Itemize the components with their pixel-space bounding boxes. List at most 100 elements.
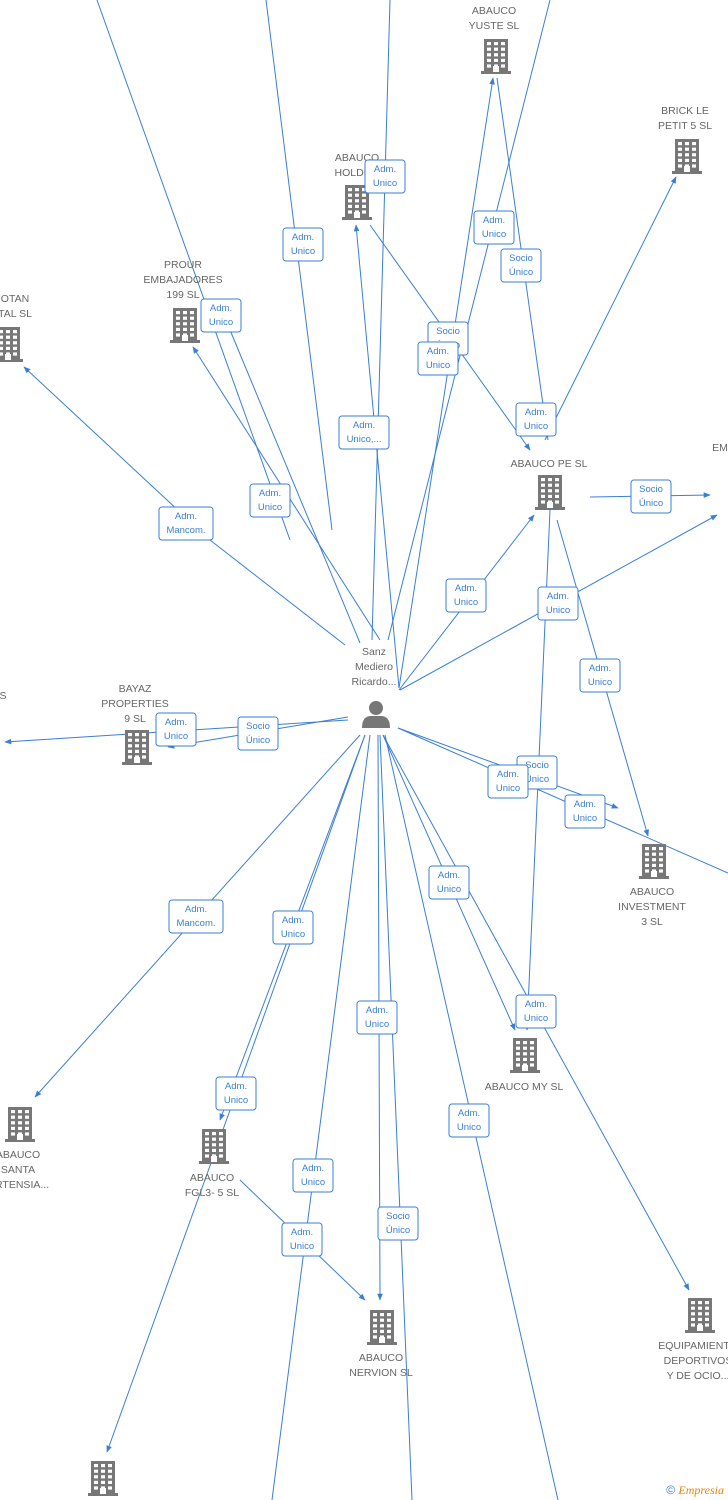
relation-label-text: Adm.	[455, 583, 477, 594]
relation-label-text: Unico	[588, 677, 612, 688]
relation-label-box	[500, 248, 542, 283]
relation-label-box	[272, 910, 314, 945]
building-icon	[672, 139, 702, 174]
relation-label[interactable]: Adm.Unico	[537, 586, 579, 621]
relation-label-box	[445, 578, 487, 613]
relation-label[interactable]: Adm.Unico	[215, 1076, 257, 1111]
relation-label[interactable]: Adm. Unico	[579, 658, 621, 693]
relation-label[interactable]: Adm.Unico	[282, 227, 324, 262]
relation-label-text: Adm.	[259, 488, 281, 499]
company-label-line: TAL SL	[0, 308, 32, 320]
relation-label-text: Adm.	[525, 407, 547, 418]
company-node-bottom[interactable]	[88, 1461, 118, 1496]
person-node[interactable]: SanzMedieroRicardo...	[352, 646, 397, 728]
relation-label[interactable]: Adm.Unico	[445, 578, 487, 613]
relation-label-text: Unico	[164, 731, 188, 742]
company-node-em[interactable]: EM	[712, 442, 728, 454]
relation-label[interactable]: Adm.Unico	[515, 402, 557, 437]
relation-label-text: Unico	[437, 884, 461, 895]
connection-line-5	[398, 77, 495, 689]
company-node-s_left[interactable]: S	[0, 690, 7, 702]
relation-labels-layer: Adm.UnicoAdm.UnicoAdm.UnicoSocioÚnicoAdm…	[155, 159, 672, 1257]
relation-label[interactable]: Adm.Unico	[292, 1158, 334, 1193]
relation-label[interactable]: Adm.Unico	[272, 910, 314, 945]
company-label-line: ABAUCO	[630, 886, 674, 898]
relation-label[interactable]: Adm. Unico,...	[338, 415, 390, 450]
company-label-line: EM	[712, 442, 728, 454]
relation-label-box	[364, 159, 406, 194]
company-label-line: YUSTE SL	[469, 20, 520, 32]
copyright-symbol: ©	[666, 1483, 676, 1497]
relation-label[interactable]: Adm.Unico	[473, 210, 515, 245]
relation-label[interactable]: Adm.Unico	[417, 341, 459, 376]
relation-label-text: Adm.	[525, 999, 547, 1010]
company-label-line: PROPERTIES	[101, 698, 169, 710]
company-label-line: NERVION SL	[349, 1367, 413, 1379]
relation-label-text: Adm.	[589, 663, 611, 674]
relation-label-text: Adm.	[175, 511, 197, 522]
company-node-santa[interactable]: ABAUCOSANTAORTENSIA...	[0, 1107, 49, 1191]
relation-label-text: Socio	[246, 721, 270, 732]
relation-label-text: Unico	[573, 813, 597, 824]
connection-line-1	[96, 0, 291, 541]
relation-label[interactable]: Adm.Unico	[564, 794, 606, 829]
relation-label-text: Socio	[525, 760, 549, 771]
relation-label-text: Adm.	[353, 420, 375, 431]
company-node-my[interactable]: ABAUCO MY SL	[485, 1038, 564, 1093]
relation-label-box	[281, 1222, 323, 1257]
relation-label[interactable]: Adm.Unico	[249, 483, 291, 518]
company-label-line: ABAUCO	[0, 1149, 40, 1161]
relation-label-text: Unico	[373, 178, 397, 189]
company-node-pe[interactable]: ABAUCO PE SL	[510, 458, 588, 510]
relation-label[interactable]: Adm. Unico	[364, 159, 406, 194]
relation-label-box	[338, 415, 390, 450]
relation-label[interactable]: Adm.Unico	[515, 994, 557, 1029]
relation-label[interactable]: Adm.Unico	[200, 298, 242, 333]
relation-label-text: Unico,...	[347, 434, 382, 445]
relation-label-box	[237, 716, 279, 751]
building-icon	[535, 475, 565, 510]
relation-label[interactable]: Adm.Unico	[487, 764, 529, 799]
relation-label[interactable]: Adm.Unico	[281, 1222, 323, 1257]
company-label-line: 3 SL	[641, 916, 663, 928]
company-label-line: EQUIPAMIENTO	[658, 1340, 728, 1352]
relation-label[interactable]: Adm.Mancom.	[168, 899, 224, 934]
relation-label-text: Adm.	[497, 769, 519, 780]
relation-label-text: Único	[246, 735, 270, 746]
relation-label-text: Adm.	[438, 870, 460, 881]
relation-label[interactable]: Adm. Unico	[155, 712, 197, 747]
relation-label[interactable]: Adm. Unico	[428, 865, 470, 900]
company-node-equip[interactable]: EQUIPAMIENTODEPORTIVOSY DE OCIO...	[658, 1298, 728, 1382]
relation-label-text: Adm.	[165, 717, 187, 728]
relation-label-text: Adm.	[458, 1108, 480, 1119]
relation-label-text: Socio	[436, 326, 460, 337]
relation-label-text: Adm.	[282, 915, 304, 926]
relation-label-text: Adm.	[427, 346, 449, 357]
relation-label[interactable]: Adm.Unico	[448, 1103, 490, 1138]
relation-label-box	[515, 994, 557, 1029]
relation-label-text: Único	[639, 498, 663, 509]
building-icon	[88, 1461, 118, 1496]
relation-label[interactable]: Adm.Mancom.	[158, 506, 214, 541]
relation-label-text: Unico	[290, 1241, 314, 1252]
relation-label-text: Adm.	[483, 215, 505, 226]
relation-label-box	[515, 402, 557, 437]
relation-label-box	[377, 1206, 419, 1241]
brand-initial: E	[678, 1483, 686, 1497]
relation-label-text: Adm.	[374, 164, 396, 175]
relation-label[interactable]: Adm.Unico	[356, 1000, 398, 1035]
